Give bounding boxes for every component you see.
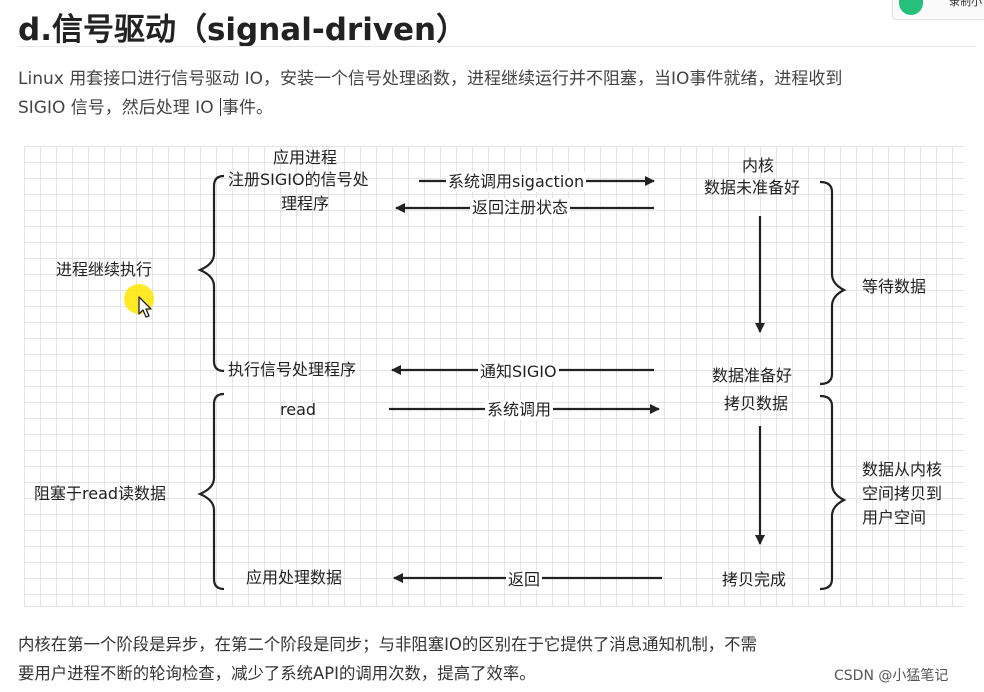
label-wait-data: 等待数据 [862, 277, 927, 296]
page-title: d.信号驱动（signal-driven） [18, 12, 468, 48]
conclusion-paragraph: 内核在第一个阶段是异步，在第二个阶段是同步；与非阻塞IO的区别在于它提供了消息通… [18, 630, 757, 688]
label-register-handler-2: 理程序 [281, 194, 330, 213]
recorder-widget[interactable]: 录制小 [892, 0, 984, 20]
watermark: CSDN @小猛笔记 [834, 668, 949, 684]
mouse-pointer-icon [138, 296, 152, 318]
label-data-not-ready: 数据未准备好 [704, 178, 801, 197]
label-return: 返回 [506, 570, 543, 590]
brace-left-upper [197, 174, 225, 373]
label-syscall: 系统调用 [485, 400, 554, 420]
label-data-ready: 数据准备好 [712, 366, 793, 385]
label-run-handler: 执行信号处理程序 [228, 360, 357, 379]
recorder-icon[interactable] [899, 0, 923, 15]
label-syscall-sigaction: 系统调用sigaction [446, 172, 587, 192]
intro-line-1: Linux 用套接口进行信号驱动 IO，安装一个信号处理函数，进程继续运行并不阻… [18, 69, 843, 89]
text-caret [219, 98, 221, 116]
brace-right-lower [819, 394, 847, 591]
label-return-status: 返回注册状态 [470, 198, 571, 218]
label-copy-desc-3: 用户空间 [862, 508, 927, 527]
brace-right-upper [819, 180, 847, 386]
label-app-process: 应用进程 [272, 148, 337, 167]
intro-line-2: SIGIO 信号，然后处理 IO 事件。 [18, 94, 842, 123]
label-copy-desc-2: 空间拷贝到 [862, 484, 943, 503]
label-copy-data: 拷贝数据 [724, 394, 789, 413]
brace-left-lower [197, 392, 225, 591]
title-divider [18, 46, 976, 47]
label-app-handle-data: 应用处理数据 [246, 568, 343, 587]
recorder-label: 录制小 [949, 0, 982, 8]
conclusion-line-1: 内核在第一个阶段是异步，在第二个阶段是同步；与非阻塞IO的区别在于它提供了消息通… [18, 635, 757, 654]
label-copy-done: 拷贝完成 [722, 570, 787, 589]
signal-driven-io-diagram: 应用进程 注册SIGIO的信号处 理程序 系统调用sigaction 返回注册状… [24, 146, 964, 607]
intro-line-2-end: 事件。 [221, 98, 273, 118]
intro-line-2-start: SIGIO 信号，然后处理 IO [18, 98, 219, 118]
intro-paragraph: Linux 用套接口进行信号驱动 IO，安装一个信号处理函数，进程继续运行并不阻… [18, 65, 842, 123]
label-read: read [280, 400, 317, 419]
label-process-continues: 进程继续执行 [56, 260, 153, 279]
label-register-handler-1: 注册SIGIO的信号处 [228, 170, 369, 189]
label-copy-desc-1: 数据从内核 [862, 460, 943, 479]
label-blocked-read: 阻塞于read读数据 [34, 484, 167, 503]
conclusion-line-2: 要用户进程不断的轮询检查，减少了系统API的调用次数，提高了效率。 [18, 664, 536, 683]
label-notify-sigio: 通知SIGIO [478, 362, 559, 382]
label-kernel: 内核 [741, 156, 774, 175]
